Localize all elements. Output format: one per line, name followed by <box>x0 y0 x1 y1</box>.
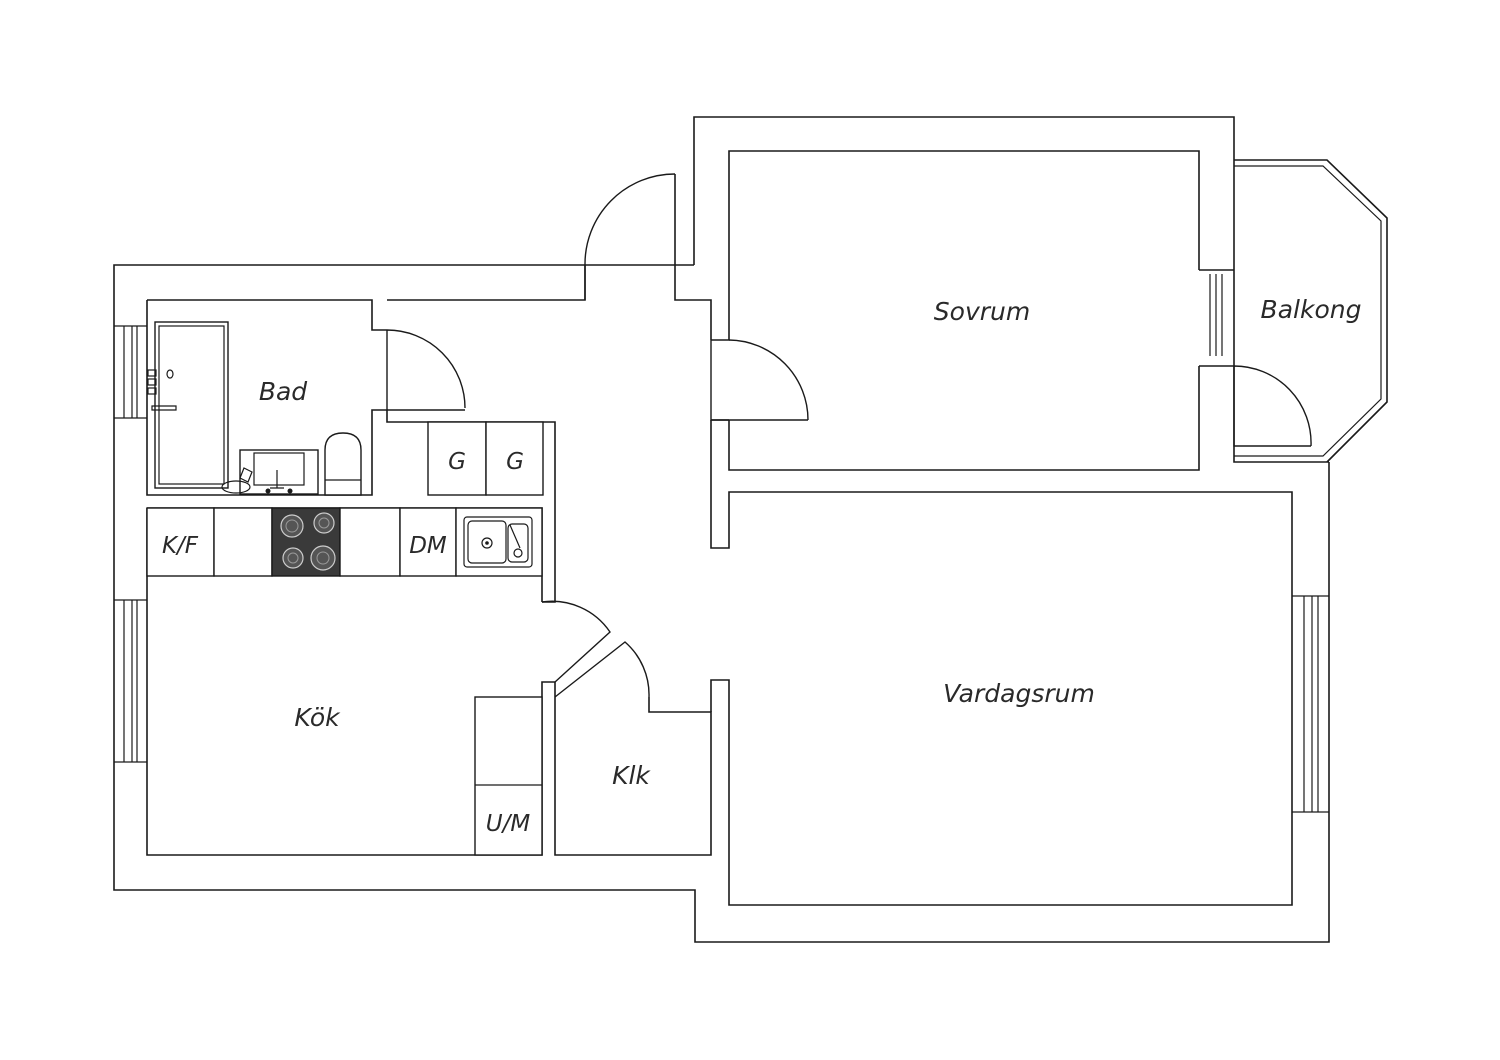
balcony <box>1234 159 1388 463</box>
sink-counter <box>455 507 543 577</box>
door-entrance <box>584 173 676 300</box>
room-label-vardagsrum: Vardagsrum <box>943 679 1095 708</box>
kitchen-tall-units <box>474 696 543 856</box>
sink-knob <box>265 488 271 494</box>
room-labels: Bad Sovrum Balkong Kök Klk Vardagsrum <box>259 295 1362 790</box>
stove-burners <box>280 512 336 571</box>
door-bedroom <box>710 339 809 421</box>
door-kitchen <box>541 600 611 683</box>
fixture-label-um: U/M <box>486 811 531 837</box>
shower-tray <box>154 321 229 489</box>
toilet <box>324 432 362 496</box>
windows <box>114 274 1329 813</box>
bathroom-bin <box>239 467 253 483</box>
room-label-kok: Kök <box>294 703 341 732</box>
door-balcony <box>1233 365 1312 447</box>
shower-control <box>147 378 157 386</box>
fixture-label-g2: G <box>506 449 524 475</box>
bathroom-fixtures <box>147 321 362 496</box>
window-kitchen <box>114 599 147 763</box>
sink-basin <box>253 452 305 486</box>
fixture-label-g1: G <box>448 449 466 475</box>
bathroom-mat <box>221 480 251 494</box>
counter-section <box>339 507 401 577</box>
wardrobe-2 <box>485 421 544 496</box>
shower-control <box>147 387 157 395</box>
sink-faucet <box>270 470 284 489</box>
fixture-label-dm: DM <box>409 533 447 559</box>
kitchen-sink <box>463 516 533 568</box>
room-label-sovrum: Sovrum <box>934 297 1030 326</box>
dishwasher <box>399 507 457 577</box>
kitchen-counter <box>146 507 543 577</box>
window-bedroom-balcony <box>1209 274 1223 356</box>
counter-section <box>213 507 273 577</box>
fixture-labels: G G K/F DM U/M <box>162 449 530 837</box>
window-bathroom <box>114 325 147 419</box>
outer-walls <box>113 116 1330 943</box>
fixture-label-kf: K/F <box>162 533 199 559</box>
room-label-klk: Klk <box>612 761 651 790</box>
wardrobes <box>427 421 544 496</box>
door-closet <box>554 641 650 698</box>
window-living <box>1292 595 1329 813</box>
tall-cabinet <box>474 696 543 856</box>
shower-handle <box>151 405 177 411</box>
door-bathroom <box>386 329 466 411</box>
room-label-bad: Bad <box>259 377 307 406</box>
room-label-balkong: Balkong <box>1261 295 1362 324</box>
sink-cabinet <box>239 449 319 495</box>
doors <box>386 173 1312 698</box>
fridge-freezer <box>146 507 215 577</box>
shower-inner <box>158 325 225 485</box>
shower-drain <box>166 369 174 379</box>
shower-control <box>147 369 157 377</box>
sink-knob <box>287 488 293 494</box>
